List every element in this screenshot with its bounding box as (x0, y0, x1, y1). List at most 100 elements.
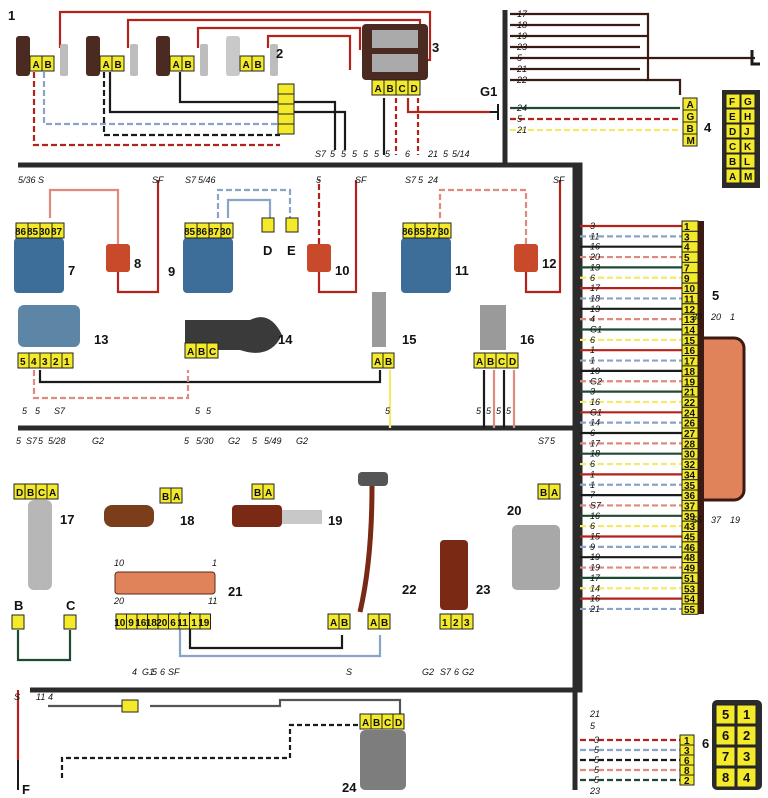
pin-label: 3 (464, 618, 470, 629)
label-output-F: F (22, 782, 30, 797)
wire-label: S7 (185, 175, 197, 185)
wire-label: S7 (26, 436, 38, 446)
wire-label: 5 (16, 436, 22, 446)
label-component-24: 24 (342, 780, 357, 795)
ecu-wire-label: 6 (590, 428, 595, 438)
ecu-pin-label: 21 (684, 388, 696, 399)
wire-label: S7 (405, 175, 417, 185)
diag-face-pin-label: M (744, 172, 752, 183)
pin (41, 55, 55, 72)
wire-label: 5 (496, 406, 502, 416)
diag-wire-label: 5 (517, 114, 523, 124)
pin-label: 19 (198, 618, 210, 629)
pin-label: 5 (20, 357, 26, 368)
wire-label: 5 (195, 406, 201, 416)
wire-label: S (346, 667, 352, 677)
pin-label: A (330, 618, 337, 629)
ecu-wire-label: 14 (590, 583, 600, 593)
pin (199, 613, 211, 630)
ecu-pin-label: 53 (684, 584, 696, 595)
diag-face-pin-label: E (729, 112, 736, 123)
ignition-coil-b (372, 54, 418, 72)
spark-plug-icon (60, 44, 68, 76)
conn6-wire-label: 5 (594, 775, 600, 785)
spark-plug-icon (270, 44, 278, 76)
label-component-5: 5 (712, 288, 719, 303)
wire-label: 5 (363, 149, 369, 159)
fuse-10-body (307, 244, 331, 272)
diag-wire-label: 24 (516, 103, 527, 113)
diag-face-pin (725, 138, 741, 154)
ecu-pin-label: 36 (684, 491, 696, 502)
pin-label: A (374, 357, 381, 368)
ecu-wire-label: 16 (590, 511, 600, 521)
pin-label: A (173, 60, 180, 71)
ecu-pin-label: 39 (684, 512, 696, 523)
wire-label: 5 (316, 175, 322, 185)
conn6-wire-label: 5 (594, 745, 600, 755)
wire-label: 5 (35, 406, 41, 416)
pin-label: D (509, 357, 516, 368)
speed-sensor-head (358, 472, 388, 486)
wire-label: SF (355, 175, 367, 185)
pin (181, 55, 195, 72)
pin (206, 342, 219, 359)
pin-label: B (185, 60, 192, 71)
diag-bus-wire-label: 17 (517, 9, 528, 19)
pin-label: 4 (31, 357, 37, 368)
diag-bus-wire-label: 21 (516, 64, 527, 74)
spark-plug-icon (130, 44, 138, 76)
wire-label: SF (168, 667, 180, 677)
relay-row (14, 180, 562, 294)
label-component-9: 9 (168, 264, 175, 279)
ecu-pin-label: 26 (684, 419, 696, 430)
inline-connector (277, 123, 295, 135)
conn6-pin (679, 774, 695, 786)
label-component-20: 20 (507, 503, 521, 518)
ecu-pin-label: 12 (684, 305, 696, 316)
label-connector-C: C (66, 598, 76, 613)
wire-label: 5 (385, 406, 391, 416)
conn6-face-pin (736, 725, 757, 746)
pin-label: B (27, 488, 34, 499)
label-component-4: 4 (704, 120, 712, 135)
wire-label: 5 (476, 406, 482, 416)
pin-label: B (487, 357, 494, 368)
ecu-pin-label: 27 (684, 429, 696, 440)
pin-label: 87 (208, 227, 220, 238)
diag-face-pin-label: D (729, 127, 736, 138)
wire-label: S7 (54, 406, 66, 416)
label-component-18: 18 (180, 513, 194, 528)
pin-label: A (551, 488, 558, 499)
conn6-extra-wire-label: 21 (589, 709, 600, 719)
c21-face-label: 11 (208, 596, 217, 606)
wire-label: 4 (132, 667, 137, 677)
pin (682, 133, 698, 147)
pin-label: A (243, 60, 250, 71)
ecu-wire-label: 3 (590, 387, 595, 397)
conn6-wire-label: 5 (594, 755, 600, 765)
pin (61, 352, 74, 369)
wire-label: 6 (405, 149, 410, 159)
ecu-wire-label: 3 (590, 221, 595, 231)
diag-face-pin-label: J (744, 127, 750, 138)
wire-label: 11 (36, 692, 45, 702)
ecu-wire-label: 19 (590, 563, 600, 573)
diag-face-pin (740, 138, 756, 154)
ecu-pin-label: 14 (684, 326, 696, 337)
diag-face-pin (725, 108, 741, 124)
label-component-11: 11 (455, 263, 469, 278)
pin (51, 222, 65, 239)
diag-face-pin (740, 168, 756, 184)
wire-label: 6 (160, 667, 165, 677)
connector-21-body (114, 571, 216, 595)
connector-B (11, 614, 25, 630)
diag-face-pin (740, 123, 756, 139)
